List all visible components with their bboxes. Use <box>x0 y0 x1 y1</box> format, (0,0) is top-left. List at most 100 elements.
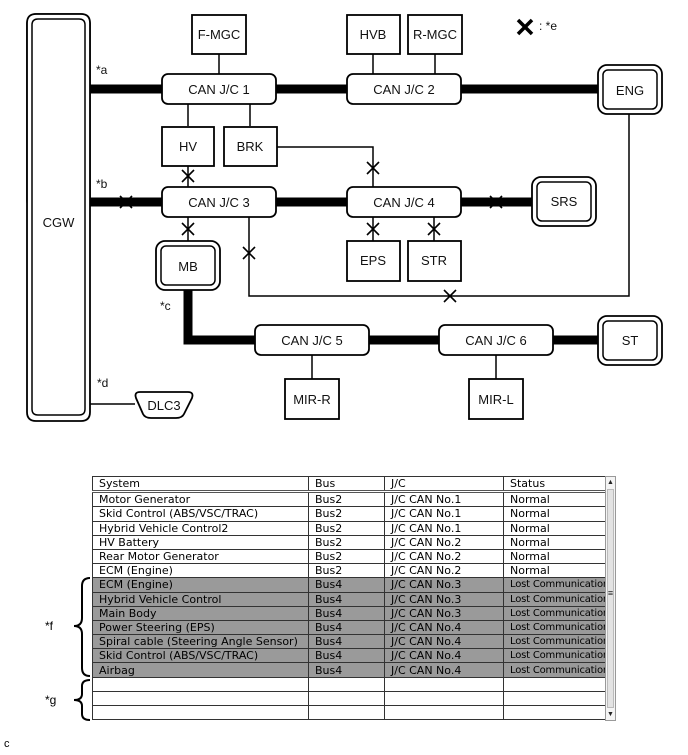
svg-text:DLC3: DLC3 <box>147 398 180 413</box>
brace-label-g: *g <box>45 693 57 707</box>
node-jc6: CAN J/C 6 <box>438 324 554 356</box>
break-mark-icon <box>366 222 380 236</box>
vertical-scrollbar[interactable]: ▲ ≡ ▼ <box>605 476 616 721</box>
can-bus-diagram: CGW F-MGC HVB R-MGC HV BRK EPS STR MIR-R… <box>26 13 663 422</box>
cell-system: Spiral cable (Steering Angle Sensor) <box>92 634 309 650</box>
node-brk: BRK <box>223 126 278 167</box>
cell-status: Normal <box>503 563 606 579</box>
node-rmgc: R-MGC <box>407 14 463 55</box>
break-mark-icon <box>427 222 441 236</box>
svg-text:CAN J/C 3: CAN J/C 3 <box>188 195 249 210</box>
brace-g <box>73 679 91 721</box>
cell-jc: J/C CAN No.4 <box>384 634 504 650</box>
cell-jc: J/C CAN No.2 <box>384 548 504 565</box>
cell-jc: J/C CAN No.3 <box>384 591 504 607</box>
column-header-jc[interactable]: J/C <box>384 475 504 494</box>
svg-text:BRK: BRK <box>237 139 264 154</box>
cell-bus: Bus2 <box>308 520 385 536</box>
svg-text:CAN J/C 6: CAN J/C 6 <box>465 333 526 348</box>
cell-jc <box>384 676 504 692</box>
column-header-status[interactable]: Status <box>503 475 606 494</box>
cell-system: ECM (Engine) <box>92 577 309 593</box>
break-mark-icon <box>181 222 195 236</box>
cell-status: Normal <box>503 520 606 536</box>
svg-text:EPS: EPS <box>360 253 386 268</box>
cell-jc: J/C CAN No.3 <box>384 605 504 621</box>
cell-jc: J/C CAN No.1 <box>384 520 504 536</box>
cell-jc: J/C CAN No.3 <box>384 577 504 593</box>
node-dlc3: DLC3 <box>134 391 194 419</box>
cell-bus: Bus2 <box>308 563 385 579</box>
callout-c: *c <box>160 299 171 313</box>
cell-bus: Bus2 <box>308 506 385 522</box>
cell-system <box>92 676 309 692</box>
cell-jc: J/C CAN No.1 <box>384 506 504 522</box>
break-mark-icon <box>366 161 380 175</box>
cell-status: Lost Communication <box>503 577 606 593</box>
break-mark-icon <box>489 195 503 209</box>
node-fmgc: F-MGC <box>191 14 247 55</box>
cell-system: Main Body <box>92 605 309 621</box>
legend: : *e <box>516 18 557 36</box>
branch-lines <box>90 53 630 405</box>
scrollbar-track[interactable] <box>607 489 614 708</box>
table-row[interactable] <box>92 690 606 706</box>
cell-bus: Bus4 <box>308 591 385 607</box>
cell-jc: J/C CAN No.1 <box>384 491 504 508</box>
node-jc4: CAN J/C 4 <box>346 186 462 218</box>
scroll-up-arrow-icon[interactable]: ▲ <box>607 479 614 486</box>
svg-text:ST: ST <box>622 333 639 348</box>
node-jc2: CAN J/C 2 <box>346 73 462 105</box>
cgw-outline-inner <box>31 18 86 416</box>
cell-status: Normal <box>503 548 606 565</box>
node-eps: EPS <box>346 240 401 282</box>
svg-text:MIR-R: MIR-R <box>293 392 331 407</box>
svg-text:F-MGC: F-MGC <box>198 27 241 42</box>
bus-c <box>183 290 256 345</box>
break-marks <box>119 161 503 303</box>
cell-system: Motor Generator <box>92 491 309 508</box>
scroll-down-arrow-icon[interactable]: ▼ <box>607 711 614 718</box>
table-row[interactable] <box>92 704 606 720</box>
callout-b: *b <box>96 177 108 191</box>
cell-bus: Bus2 <box>308 534 385 550</box>
table-row[interactable]: Spiral cable (Steering Angle Sensor)Bus4… <box>92 634 606 650</box>
cell-system: Airbag <box>92 662 309 678</box>
cell-bus: Bus2 <box>308 491 385 508</box>
brace-f <box>73 577 91 677</box>
cell-bus <box>308 704 385 720</box>
node-str: STR <box>407 240 462 282</box>
svg-text:STR: STR <box>421 253 447 268</box>
svg-text:CAN J/C 4: CAN J/C 4 <box>373 195 434 210</box>
cell-system <box>92 690 309 706</box>
column-header-bus[interactable]: Bus <box>308 475 385 494</box>
cell-status: Lost Communication <box>503 619 606 636</box>
table-row[interactable] <box>92 676 606 692</box>
node-mirl: MIR-L <box>468 378 524 420</box>
node-hvb: HVB <box>346 14 401 55</box>
cell-status: Normal <box>503 491 606 508</box>
node-st: ST <box>597 315 663 366</box>
cell-bus: Bus2 <box>308 548 385 565</box>
column-header-system[interactable]: System <box>92 475 309 494</box>
scrollbar-grip-icon[interactable]: ≡ <box>607 588 614 598</box>
cell-system: Hybrid Vehicle Control <box>92 591 309 607</box>
table-header-row: System Bus J/C Status <box>92 475 606 494</box>
cell-jc <box>384 704 504 720</box>
cell-jc: J/C CAN No.4 <box>384 648 504 664</box>
